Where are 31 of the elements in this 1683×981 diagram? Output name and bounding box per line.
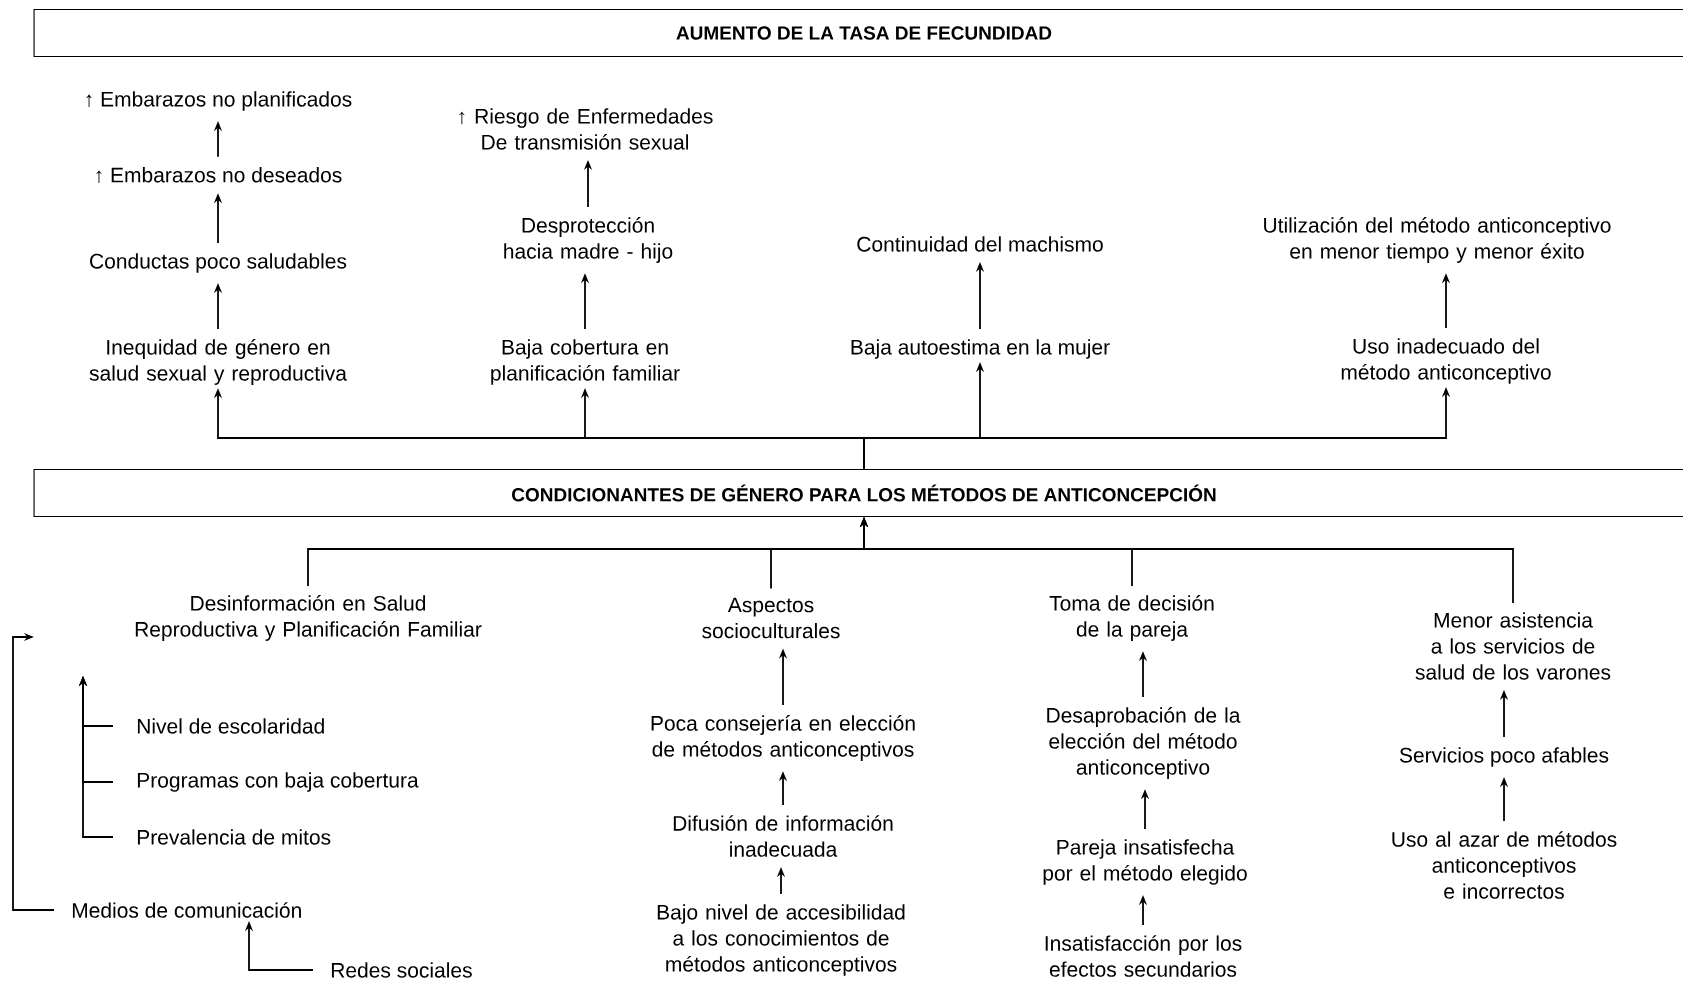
- node-text: Prevalencia de mitos: [137, 829, 331, 845]
- node-text: Medios de comunicación: [72, 902, 301, 918]
- node-text: Desprotección hacia madre - hijo: [504, 217, 673, 263]
- node-text: ↑ Embarazos no deseados: [96, 167, 342, 183]
- node-text: Utilización del método anticonceptivo en menor tiempo y menor éxito: [1264, 217, 1611, 263]
- node-text: Nivel de escolaridad: [137, 718, 324, 734]
- node-text: Desinformación en Salud Reproductiva y Planificación Familiar: [135, 595, 482, 641]
- node-text: Baja cobertura en planificación familiar: [491, 339, 680, 385]
- node-text: Pareja insatisfecha por el método elegido: [1043, 839, 1247, 885]
- node-text: Menor asistencia a los servicios de salud de los varones: [1415, 612, 1611, 680]
- heading-box: AUMENTO DE LA TASA DE FECUNDIDAD: [33, 8, 1683, 58]
- node-text: Baja autoestima en la mujer: [851, 339, 1110, 359]
- node-text: Servicios poco afables: [1399, 747, 1609, 767]
- node-text: Uso inadecuado del método anticonceptivo: [1341, 338, 1551, 384]
- node-text: Conductas poco saludables: [90, 253, 347, 273]
- node-text: Toma de decisión de la pareja: [1049, 595, 1214, 641]
- heading-box: CONDICIONANTES DE GÉNERO PARA LOS MÉTODOS DE ANTICONCEPCIÓN: [33, 468, 1683, 518]
- node-text: Redes sociales: [331, 962, 472, 978]
- node-text: Insatisfacción por los efectos secundarios: [1045, 935, 1242, 977]
- node-text: Inequidad de género en salud sexual y reproductiva: [89, 339, 347, 385]
- node-text: Desaprobación de la elección del método anticonceptivo: [1047, 707, 1241, 779]
- node-text: Poca consejería en elección de métodos anticonceptivos: [651, 715, 915, 761]
- node-text: Continuidad del machismo: [857, 236, 1103, 252]
- arrow: [12, 632, 55, 911]
- node-text: Programas con baja cobertura: [137, 772, 419, 792]
- node-text: ↑ Embarazos no planificados: [86, 91, 352, 111]
- node-text: Difusión de información inadecuada: [673, 815, 893, 857]
- node-text: Uso al azar de métodos anticonceptivos e incorrectos: [1392, 831, 1617, 899]
- node-text: Aspectos socioculturales: [702, 597, 840, 639]
- node-text: Bajo nivel de accesibilidad a los conocimientos de métodos anticonceptivos: [657, 904, 905, 976]
- node-text: ↑ Riesgo de Enfermedades De transmisión sexual: [459, 108, 713, 150]
